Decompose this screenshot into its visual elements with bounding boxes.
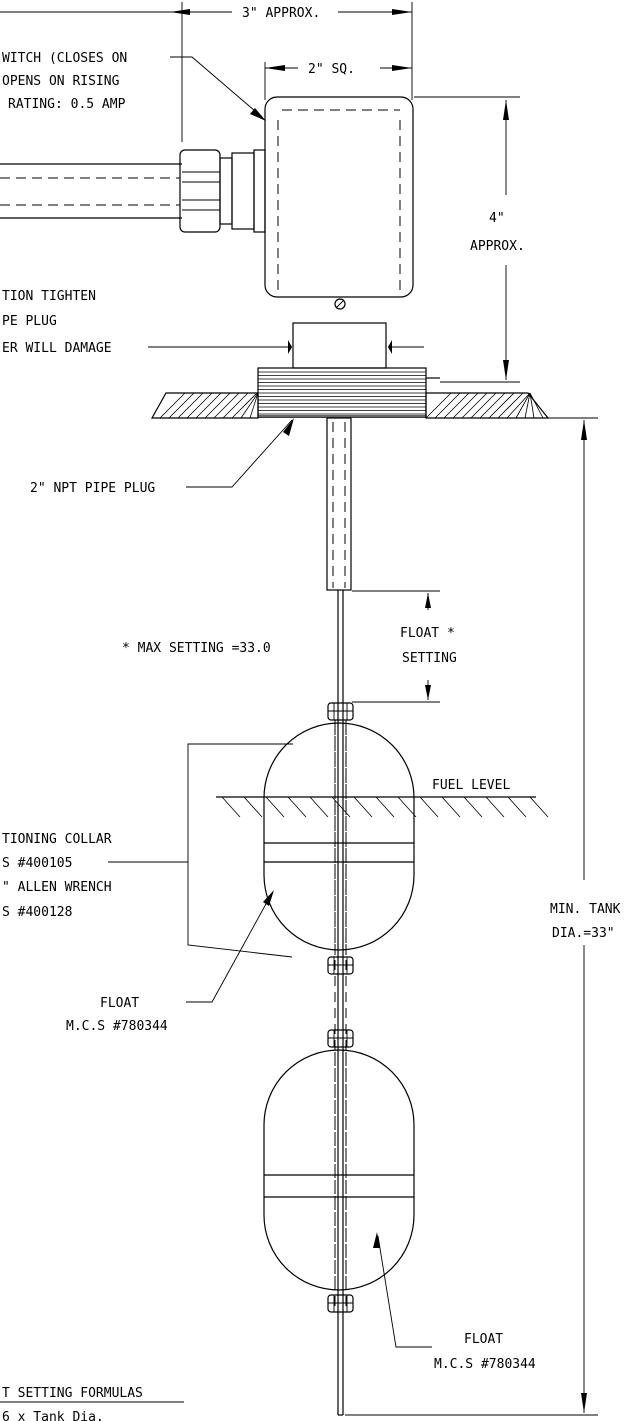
float-2	[263, 1049, 415, 1292]
hatch-line	[186, 392, 213, 419]
hatch-line	[243, 796, 263, 818]
float-1-callout: FLOAT M.C.S #780344	[66, 890, 274, 1034]
float1-label-line2: M.C.S #780344	[66, 1019, 168, 1034]
float-stem	[326, 417, 352, 1416]
label-min-tank-2: DIA.=33"	[552, 926, 615, 941]
hatch-line	[443, 392, 470, 419]
label-2in-sq: 2" SQ.	[308, 62, 355, 77]
label-min-tank-1: MIN. TANK	[550, 902, 621, 917]
hatch-line	[470, 392, 497, 419]
switch-note-line1: WITCH (CLOSES ON	[2, 51, 127, 66]
collar-note-line3: " ALLEN WRENCH	[2, 880, 112, 895]
hatch-line	[497, 392, 524, 419]
hatch-line	[397, 796, 417, 818]
hatch-line	[485, 796, 505, 818]
collar-note-line1: TIONING COLLAR	[2, 832, 112, 847]
hatch-line	[213, 392, 240, 419]
hatch-line	[159, 392, 186, 419]
hatch-line	[507, 796, 527, 818]
hatch-line	[331, 796, 351, 818]
tank-wall	[150, 392, 550, 419]
collar-note-line4: S #400128	[2, 905, 72, 920]
label-pipe-plug: 2" NPT PIPE PLUG	[30, 481, 155, 496]
hatch-line	[221, 796, 241, 818]
fuel-level: FUEL LEVEL	[216, 778, 549, 818]
hatch-line	[168, 392, 195, 419]
hatch-line	[461, 392, 488, 419]
switch-housing	[264, 96, 414, 310]
switch-neck	[292, 322, 387, 369]
hatch-line	[309, 796, 329, 818]
label-max-setting: * MAX SETTING =33.0	[122, 641, 271, 656]
hatch-line	[488, 392, 515, 419]
hatch-line	[479, 392, 506, 419]
switch-note-line3: RATING: 0.5 AMP	[8, 97, 126, 112]
float-setting-dimension: FLOAT * SETTING * MAX SETTING =33.0	[122, 590, 457, 703]
hatch-line	[524, 392, 531, 419]
label-4in-approx: APPROX.	[470, 239, 525, 254]
hatch-line	[506, 392, 531, 419]
collar-bottom-2	[327, 1294, 354, 1313]
hatch-line	[177, 392, 204, 419]
hatch-line	[265, 796, 285, 818]
hatch-line	[425, 392, 452, 419]
dimension-2in-sq: 2" SQ.	[264, 62, 412, 100]
formulas-line1: 6 x Tank Dia.	[2, 1410, 104, 1421]
float2-label-line2: M.C.S #780344	[434, 1357, 536, 1372]
installation-note: TION TIGHTEN PE PLUG ER WILL DAMAGE	[2, 289, 424, 356]
cable-gland	[0, 149, 266, 233]
pipe-plug-callout: 2" NPT PIPE PLUG	[30, 418, 294, 496]
label-float-setting-2: SETTING	[402, 651, 457, 666]
hatch-line	[287, 796, 307, 818]
label-fuel-level: FUEL LEVEL	[432, 778, 510, 793]
label-4in: 4"	[489, 211, 505, 226]
formulas-title: T SETTING FORMULAS	[2, 1386, 143, 1401]
float2-label-line1: FLOAT	[464, 1332, 503, 1347]
dimension-3in: 3" APPROX.	[0, 2, 413, 142]
hatch-line	[441, 796, 461, 818]
collar-bottom-1	[327, 956, 354, 975]
install-note-line2: PE PLUG	[2, 314, 57, 329]
min-tank-dimension: MIN. TANK DIA.=33"	[345, 417, 621, 1416]
collar-note: TIONING COLLAR S #400105 " ALLEN WRENCH …	[2, 743, 293, 958]
hatch-line	[353, 796, 373, 818]
label-float-setting-1: FLOAT *	[400, 626, 455, 641]
hatch-line	[515, 392, 531, 419]
hatch-line	[529, 392, 535, 419]
setting-formulas: T SETTING FORMULAS 6 x Tank Dia.	[0, 1386, 184, 1421]
hatch-line	[529, 392, 544, 419]
hatch-line	[434, 392, 461, 419]
hatch-line	[222, 392, 249, 419]
hatch-line	[452, 392, 479, 419]
pipe-plug-threads	[257, 367, 440, 418]
switch-note-line2: OPENS ON RISING	[2, 74, 120, 89]
hatch-line	[463, 796, 483, 818]
collar-top-2	[327, 1029, 354, 1048]
hatch-line	[419, 796, 439, 818]
hatch-line	[240, 392, 259, 419]
install-note-line1: TION TIGHTEN	[2, 289, 96, 304]
collar-note-line2: S #400105	[2, 856, 72, 871]
float-1	[263, 722, 415, 955]
float1-label-line1: FLOAT	[100, 996, 139, 1011]
install-note-line3: ER WILL DAMAGE	[2, 341, 112, 356]
label-3in-approx: 3" APPROX.	[242, 6, 320, 21]
hatch-line	[195, 392, 222, 419]
dimension-4in: 4" APPROX.	[414, 96, 525, 383]
hatch-line	[231, 392, 258, 419]
hatch-line	[375, 796, 395, 818]
switch-note: WITCH (CLOSES ON OPENS ON RISING RATING:…	[2, 51, 266, 121]
float-2-callout: FLOAT M.C.S #780344	[373, 1232, 536, 1372]
hatch-line	[249, 392, 259, 419]
hatch-line	[204, 392, 231, 419]
hatch-line	[529, 796, 549, 818]
collar-top-1	[327, 702, 354, 721]
